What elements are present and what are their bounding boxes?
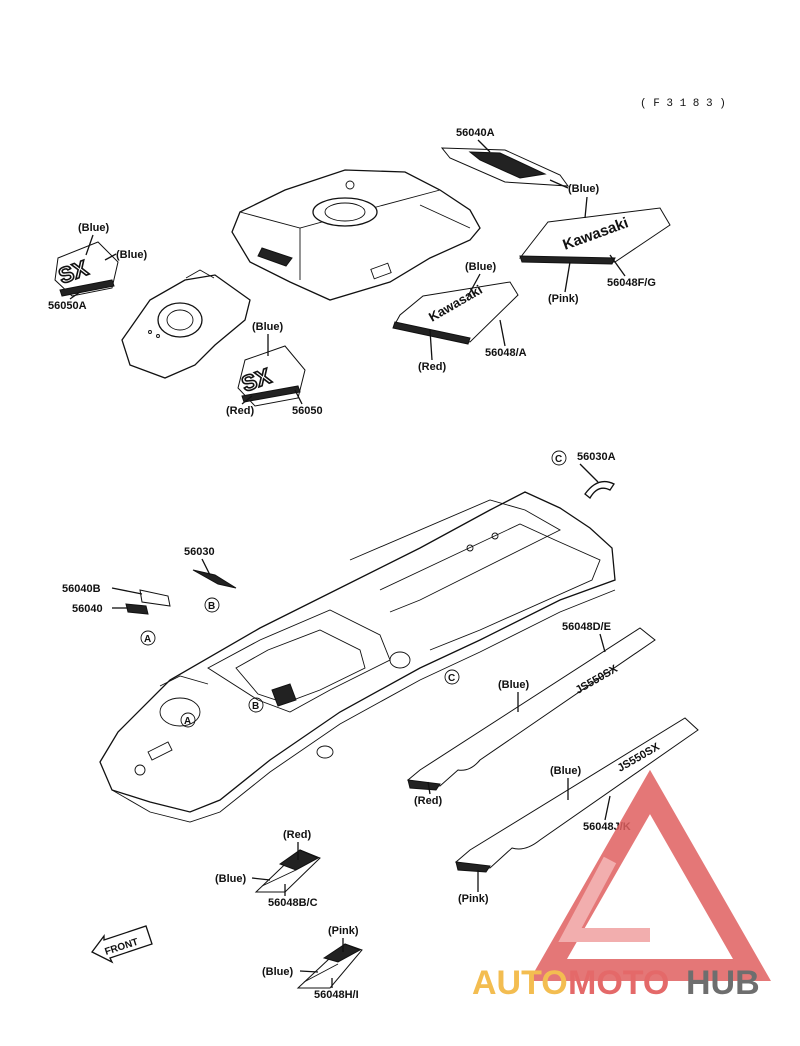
callout-a-hull-text: A xyxy=(184,716,191,727)
callout-c-hull-text: C xyxy=(448,673,455,684)
part-label-56050: 56050 xyxy=(292,405,323,417)
color-label-blue-56048BC: (Blue) xyxy=(215,873,247,885)
triangle-decal-56048BC xyxy=(254,849,321,893)
leader-blue-56048A xyxy=(467,273,481,297)
front-panel xyxy=(121,269,251,379)
part-label-56040: 56040 xyxy=(72,603,103,615)
part-label-56050A: 56050A xyxy=(48,300,87,312)
watermark-hub: HUB xyxy=(686,964,760,1002)
leader-blue-56050A-side xyxy=(104,253,117,261)
trim-piece-56030A xyxy=(584,480,615,499)
leader-red-56050 xyxy=(241,395,253,405)
callout-a-hull xyxy=(180,712,196,728)
callout-b-hull-text: B xyxy=(252,701,259,712)
watermark-moto: MOTO xyxy=(568,964,669,1002)
part-label-56040A: 56040A xyxy=(456,127,495,139)
decal-56040B xyxy=(139,589,171,607)
leader-pink-56048FG xyxy=(564,261,571,293)
leader-56050A xyxy=(69,291,81,300)
decal-56040 xyxy=(125,603,149,615)
leader-56050 xyxy=(294,389,303,405)
leader-blue-56048FG xyxy=(584,196,588,219)
color-label-red-56048A: (Red) xyxy=(418,361,446,373)
leader-56048A xyxy=(499,319,506,347)
leader-56048JK xyxy=(604,795,611,821)
leader-blue-56040A xyxy=(549,179,569,189)
part-label-56048HI: 56048H/I xyxy=(314,989,359,1001)
kawasaki-decal-56048FG: Kawasaki xyxy=(519,207,671,265)
leader-56030A xyxy=(579,463,599,483)
color-label-blue-56048HI: (Blue) xyxy=(262,966,294,978)
callout-a-56040 xyxy=(140,630,156,646)
sx-decal-56050: SX xyxy=(237,345,306,407)
color-label-blue-56050: (Blue) xyxy=(252,321,284,333)
stripe-decal-56040A xyxy=(440,147,570,187)
color-label-blue-56048A: (Blue) xyxy=(465,261,497,273)
main-hull xyxy=(99,491,616,823)
sx-decal-56050A: SX xyxy=(54,241,119,297)
color-label-red-56048BC: (Red) xyxy=(283,829,311,841)
color-label-red-56048DE: (Red) xyxy=(414,795,442,807)
color-label-blue-56050A-side: (Blue) xyxy=(116,249,148,261)
color-label-blue-56040A: (Blue) xyxy=(568,183,600,195)
callout-a-56040-text: A xyxy=(144,634,151,645)
callout-c-56030A xyxy=(551,450,567,466)
color-label-pink-56048JK: (Pink) xyxy=(458,893,489,905)
leader-56048FG xyxy=(609,254,626,277)
callout-b-56030 xyxy=(204,597,220,613)
strip-56030 xyxy=(192,569,237,589)
color-label-blue-56050A-top: (Blue) xyxy=(78,222,110,234)
engine-hood xyxy=(231,169,481,301)
callout-b-hull xyxy=(248,697,264,713)
leader-56048DE xyxy=(599,633,606,653)
leader-56030 xyxy=(201,558,211,576)
leader-56040B xyxy=(111,587,143,595)
leader-56040A xyxy=(477,139,491,153)
callout-b-56030-text: B xyxy=(208,601,215,612)
triangle-decal-56048HI xyxy=(296,943,363,989)
color-label-blue-56048DE: (Blue) xyxy=(498,679,530,691)
color-label-blue-56048JK: (Blue) xyxy=(550,765,582,777)
automotohub-watermark: AUTO MOTO HUB xyxy=(472,769,771,1002)
part-label-56048FG: 56048F/G xyxy=(607,277,656,289)
color-label-red-56050: (Red) xyxy=(226,405,254,417)
leader-blue-56048BC xyxy=(251,877,271,881)
leader-red-56048A xyxy=(429,329,433,361)
callout-c-56030A-text: C xyxy=(555,454,562,465)
part-label-56048DE: 56048D/E xyxy=(562,621,611,633)
color-label-pink-56048HI: (Pink) xyxy=(328,925,359,937)
kawasaki-decal-56048A: Kawasaki xyxy=(392,281,519,345)
front-direction-arrow: FRONT xyxy=(91,925,153,964)
part-label-56030: 56030 xyxy=(184,546,215,558)
leader-blue-56050A-top xyxy=(85,234,94,256)
part-label-56040B: 56040B xyxy=(62,583,101,595)
part-label-56048A: 56048/A xyxy=(485,347,527,359)
callout-c-hull xyxy=(444,669,460,685)
leader-red-56048DE xyxy=(427,781,431,795)
part-label-56030A: 56030A xyxy=(577,451,616,463)
watermark-auto: AUTO xyxy=(472,964,568,1002)
color-label-pink-56048FG: (Pink) xyxy=(548,293,579,305)
figure-reference: ( F 3 1 8 3 ) xyxy=(640,98,726,110)
part-label-56048BC: 56048B/C xyxy=(268,897,318,909)
leader-blue-56048HI xyxy=(299,970,319,973)
